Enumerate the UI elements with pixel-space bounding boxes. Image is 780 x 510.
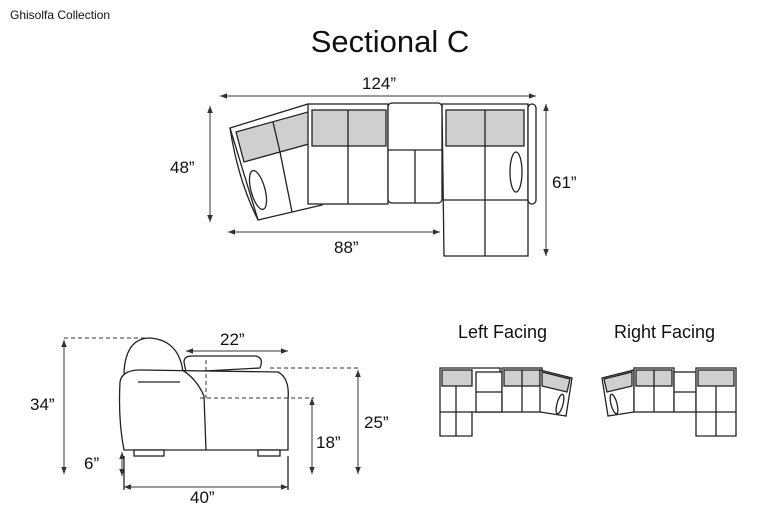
dim-seat-depth: 22”	[220, 330, 245, 349]
dim-leg-height: 6”	[84, 454, 100, 473]
top-view-dimension-lines	[207, 93, 549, 256]
side-view-dimension-lines	[61, 337, 361, 490]
dim-inner-width: 88”	[334, 238, 359, 257]
dim-depth: 48”	[170, 158, 195, 177]
side-view-sofa	[118, 337, 289, 457]
left-facing-thumbnail	[439, 367, 573, 437]
dim-side-depth: 40”	[190, 488, 215, 507]
dim-top-width: 124”	[362, 74, 397, 93]
brand-label: Ghisolfa Collection	[10, 8, 111, 22]
top-view-sectional	[229, 102, 537, 257]
dim-height: 34”	[30, 395, 55, 414]
caption-left-facing: Left Facing	[458, 322, 548, 342]
diagram-title: Sectional C	[310, 24, 470, 59]
dim-arm-height: 25”	[364, 413, 389, 432]
caption-right-facing: Right Facing	[614, 322, 716, 342]
dim-seat-height: 18”	[316, 433, 341, 452]
dim-chaise-depth: 61”	[552, 173, 577, 192]
right-facing-thumbnail	[601, 367, 737, 437]
